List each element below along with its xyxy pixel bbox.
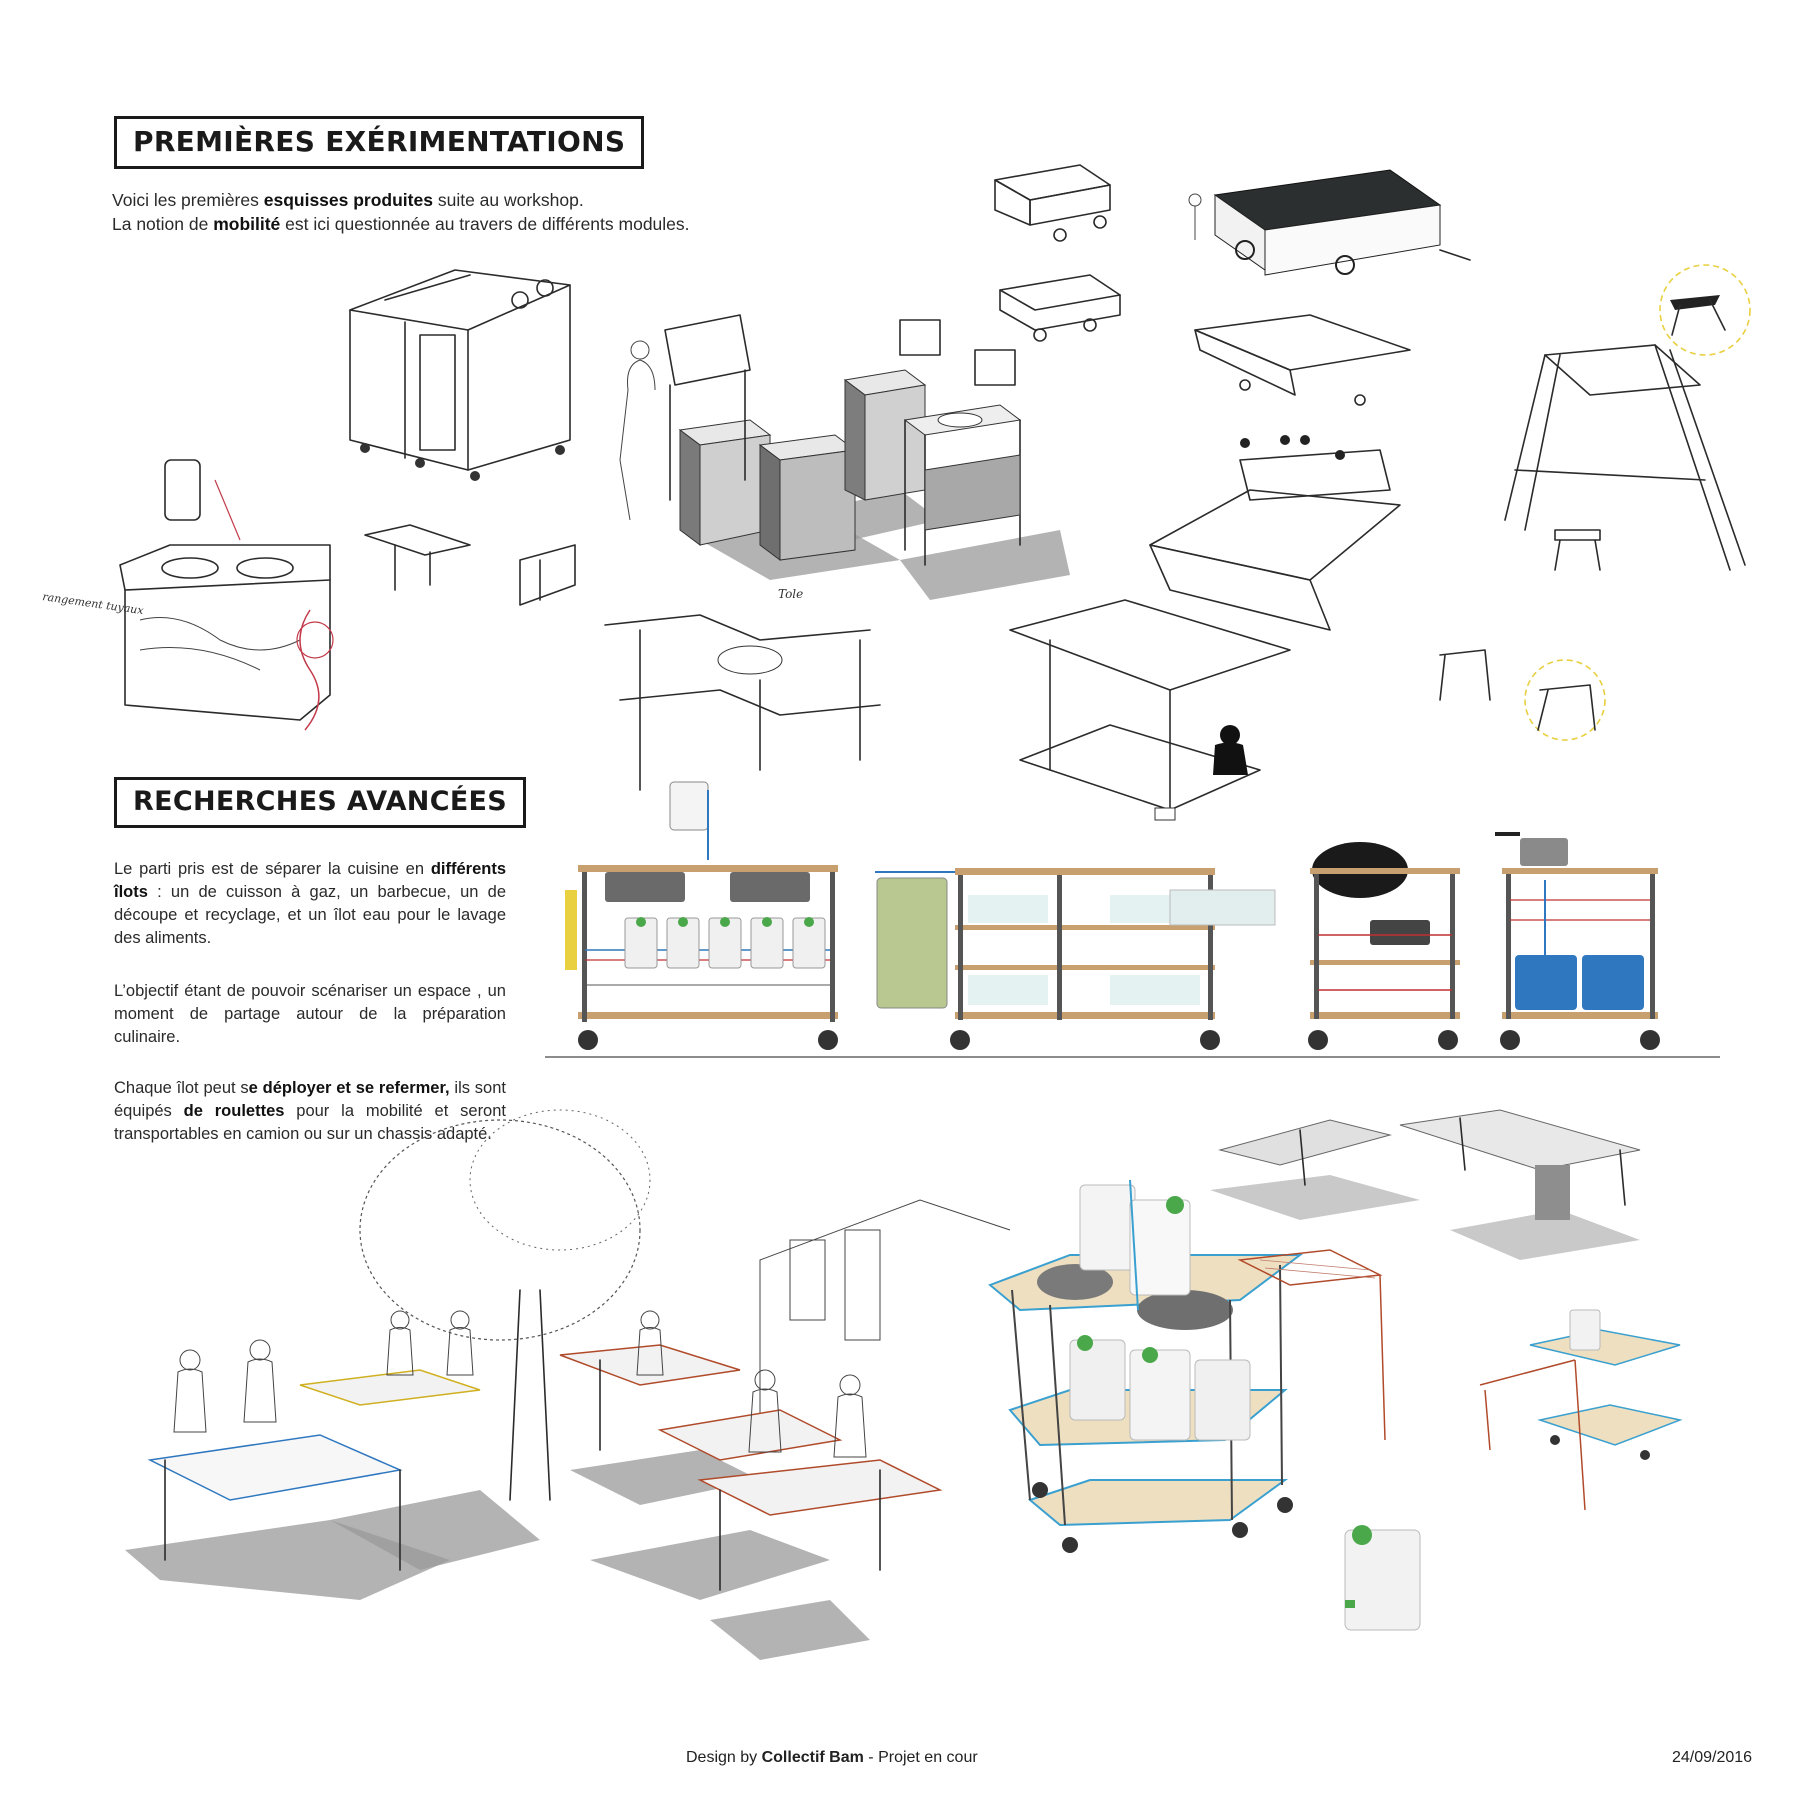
scene-courtyard-sketch (125, 1109, 1011, 1660)
intro-text: La notion de (112, 214, 214, 234)
body-bold-deployer: e déployer et se refermer, (248, 1079, 450, 1097)
intro-bold-mobilite: mobilité (213, 214, 281, 234)
render-small-island (1479, 1309, 1683, 1511)
elevation-barbecue-island (1308, 842, 1460, 1050)
body-paragraph-deploiement: Chaque îlot peut se déployer et se refer… (114, 1077, 506, 1146)
sketch-trolley-boxes (899, 164, 1121, 386)
elevation-gas-island (1495, 832, 1660, 1050)
body-bold-roulettes: de roulettes (183, 1102, 285, 1120)
elevation-cutting-island (875, 868, 1276, 1050)
body-text: : un de cuisson à gaz, un barbecue, un d… (114, 883, 506, 947)
footer-credit: Design by Collectif Bam - Projet en cour (686, 1749, 978, 1767)
body-text: Le parti pris est de séparer la cuisine … (114, 860, 431, 878)
annotation-tole: Tole (778, 587, 803, 601)
body-paragraph-objectif: L’objectif étant de pouvoir scénariser u… (114, 982, 506, 1046)
footer-date: 24/09/2016 (1672, 1749, 1753, 1766)
body-text: pour la mobilité et seront transportable… (114, 1102, 506, 1143)
body-text: Chaque îlot peut s (114, 1079, 249, 1097)
section-title-recherches: RECHERCHES AVANCÉES (114, 777, 527, 828)
body-bold-ilots: différents îlots (114, 860, 506, 901)
credit-name: Collectif Bam (761, 1749, 864, 1766)
intro-text: est ici questionnée au travers de différ… (280, 214, 690, 234)
sketch-tent-kitchen (1009, 599, 1291, 821)
body-paragraph-ilots: Le parti pris est de séparer la cuisine … (114, 858, 506, 950)
sketch-platform (1149, 314, 1411, 631)
sketch-modular-units (619, 314, 1070, 600)
sketch-sink-unit: rangement tuyaux (42, 459, 334, 731)
elevation-water-island (565, 781, 838, 1050)
sketch-trailer (1188, 169, 1471, 276)
sketch-kitchen-block (349, 269, 571, 481)
body-text: ils sont équipés (114, 1079, 506, 1120)
annotation-rangement: rangement tuyaux (42, 590, 146, 617)
credit-suffix: - Projet en cour (863, 1749, 978, 1766)
intro-paragraph: Voici les premières esquisses produites … (112, 188, 772, 236)
sketch-cross-table: Tole (604, 587, 881, 791)
render-folding-tables (1210, 1109, 1641, 1260)
intro-text: suite au workshop. (432, 190, 584, 210)
section-title-experimentations: PREMIÈRES EXÉRIMENTATIONS (114, 116, 645, 169)
sketch-folding-tables (364, 524, 576, 606)
render-water-island (988, 1179, 1421, 1631)
sketch-aframe (1439, 264, 1751, 741)
credit-prefix: Design by (686, 1749, 762, 1766)
intro-text: Voici les premières (112, 190, 264, 210)
intro-bold-esquisses: esquisses produites (263, 190, 433, 210)
water-jerrycans (624, 917, 826, 969)
